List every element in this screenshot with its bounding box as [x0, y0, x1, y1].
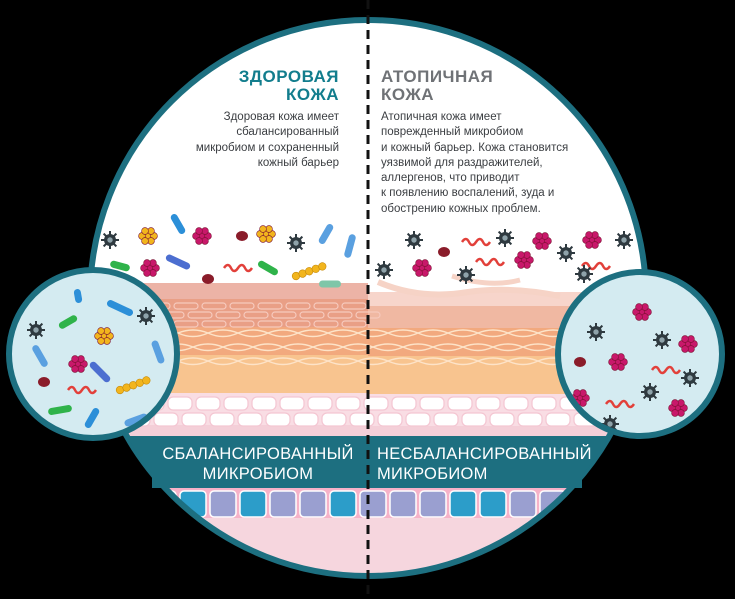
red-cell-icon	[38, 377, 50, 387]
coccus-cluster-icon	[608, 353, 628, 371]
description-line: поврежденный микробиом	[381, 126, 524, 139]
spiral-bacterium-icon	[604, 399, 636, 409]
spiral-bacterium-icon	[222, 263, 254, 273]
virus-icon	[557, 244, 575, 262]
description-line: к появлению воспалений, зуда и	[381, 187, 555, 200]
description-line: уязвимой для раздражителей,	[381, 156, 543, 169]
inset-healthy	[6, 267, 180, 441]
balanced-microbiome-label: СБАЛАНСИРОВАННЫЙ МИКРОБИОМ	[158, 444, 358, 484]
description-line: кожный барьер	[257, 156, 339, 169]
spiral-bacterium-icon	[66, 385, 98, 395]
healthy-skin-description: Здоровая кожа имеет сбалансированный мик…	[196, 110, 339, 171]
rod-bacterium-icon	[48, 405, 72, 415]
microbes-healthy	[101, 214, 356, 288]
rod-bacterium-icon	[84, 408, 100, 428]
virus-icon	[587, 323, 605, 341]
microbiome-banner	[90, 436, 646, 488]
spiral-bacterium-icon	[460, 237, 492, 247]
coccus-cluster-icon	[138, 227, 158, 245]
title-line: ЗДОРОВАЯ	[238, 67, 339, 86]
rod-bacterium-icon	[58, 315, 78, 329]
description-line: Здоровая кожа имеет	[223, 111, 339, 123]
virus-icon	[137, 307, 155, 325]
coccus-cluster-icon	[632, 303, 652, 321]
rod-bacterium-icon	[170, 214, 186, 234]
virus-icon	[641, 383, 659, 401]
red-cell-icon	[202, 274, 214, 284]
virus-icon	[287, 234, 305, 252]
rod-bacterium-icon	[124, 413, 148, 427]
coccus-chain-icon	[115, 376, 151, 395]
virus-icon	[681, 369, 699, 387]
coccus-cluster-icon	[192, 227, 212, 245]
spiral-bacterium-icon	[580, 261, 612, 271]
coccus-cluster-icon	[514, 251, 534, 269]
red-cell-icon	[438, 247, 450, 257]
coccus-cluster-icon	[412, 259, 432, 277]
coccus-cluster-icon	[678, 335, 698, 353]
rod-bacterium-icon	[32, 345, 48, 367]
coccus-cluster-icon	[256, 225, 276, 243]
banner-line: МИКРОБИОМ	[377, 465, 488, 483]
virus-icon	[405, 231, 423, 249]
description-line: Атопичная кожа имеет	[381, 111, 502, 123]
banner-line: СБАЛАНСИРОВАННЫЙ	[162, 445, 354, 463]
coccus-chain-icon	[291, 262, 327, 281]
virus-icon	[575, 265, 593, 283]
banner-line: МИКРОБИОМ	[202, 465, 314, 483]
dermis-layer	[90, 488, 646, 576]
virus-icon	[101, 231, 119, 249]
title-line: КОЖА	[285, 85, 339, 104]
red-cell-icon	[236, 231, 248, 241]
virus-icon	[615, 231, 633, 249]
rod-bacterium-icon	[344, 234, 356, 258]
unbalanced-microbiome-label: НЕСБАЛАНСИРОВАННЫЙ МИКРОБИОМ	[377, 444, 607, 484]
healthy-skin-title: ЗДОРОВАЯ КОЖА	[239, 68, 339, 104]
rod-bacterium-icon	[258, 260, 278, 276]
rod-bacterium-icon	[151, 340, 165, 364]
inset-atopic	[555, 269, 725, 439]
virus-icon	[653, 331, 671, 349]
coccus-cluster-icon	[94, 327, 114, 345]
virus-icon	[457, 266, 475, 284]
rod-bacterium-icon	[73, 289, 83, 303]
description-line: микробиом и сохраненный	[195, 141, 339, 154]
red-cell-icon	[574, 357, 586, 367]
virus-icon	[496, 229, 514, 247]
coccus-cluster-icon	[140, 259, 160, 277]
description-line: и кожный барьер. Кожа становится	[381, 141, 569, 154]
banner-line: НЕСБАЛАНСИРОВАННЫЙ	[377, 445, 592, 463]
coccus-cluster-icon	[532, 232, 552, 250]
rod-bacterium-icon	[319, 280, 341, 288]
virus-icon	[375, 261, 393, 279]
spiral-bacterium-icon	[650, 365, 682, 375]
rod-bacterium-icon	[318, 224, 334, 244]
virus-icon	[27, 321, 45, 339]
coccus-cluster-icon	[68, 355, 88, 373]
title-line: АТОПИЧНАЯ	[381, 67, 494, 86]
description-line: аллергенов, что приводит	[381, 172, 520, 185]
microbes-atopic	[375, 229, 633, 284]
spiral-bacterium-icon	[474, 257, 506, 267]
atopic-skin-title: АТОПИЧНАЯ КОЖА	[381, 68, 493, 104]
coccus-cluster-icon	[582, 231, 602, 249]
atopic-skin-description: Атопичная кожа имеет поврежденный микроб…	[381, 110, 568, 217]
description-line: обострению кожных проблем.	[381, 202, 541, 215]
coccus-cluster-icon	[668, 399, 688, 417]
rod-bacterium-icon	[110, 260, 130, 272]
description-line: сбалансированный	[236, 126, 339, 139]
rod-bacterium-icon	[89, 361, 111, 383]
rod-bacterium-icon	[106, 300, 134, 316]
rod-bacterium-icon	[165, 254, 191, 270]
title-line: КОЖА	[381, 85, 435, 104]
